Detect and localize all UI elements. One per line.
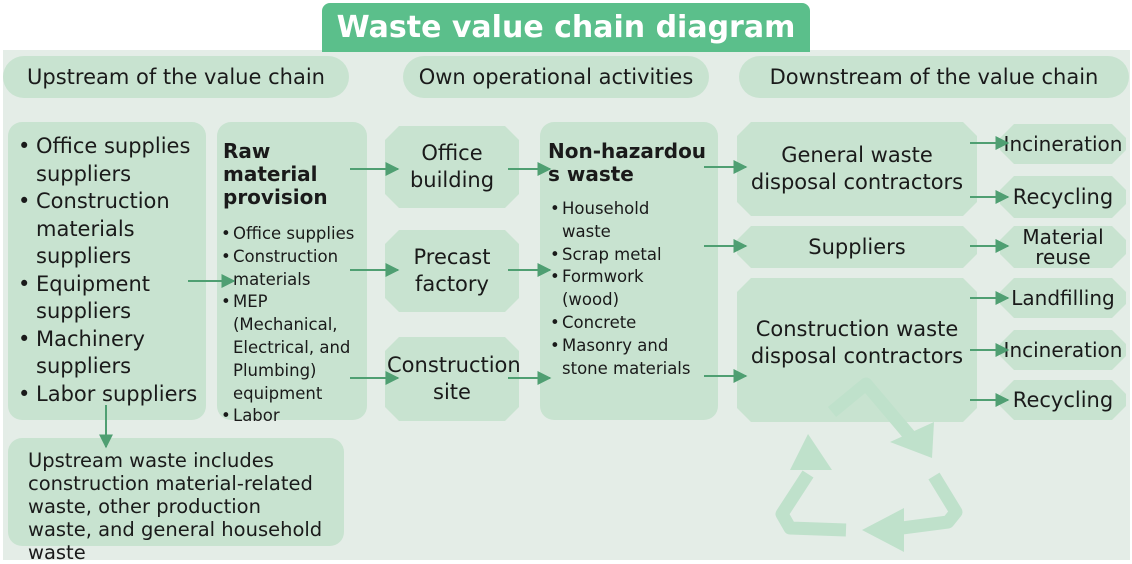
diagram-title: Waste value chain diagram — [322, 3, 810, 52]
office-building-box: Office building — [385, 126, 519, 208]
upstream-suppliers-box: Office supplies suppliers Construction m… — [8, 122, 206, 420]
outcome-label: Material reuse — [1022, 225, 1104, 269]
outcome-recycling-construction: Recycling — [1000, 380, 1126, 420]
raw-material-item: Construction materials — [221, 246, 363, 292]
section-own-header: Own operational activities — [403, 56, 709, 98]
outcome-material-reuse: Material reuse — [1000, 226, 1126, 268]
suppliers-label: Suppliers — [808, 234, 906, 259]
construction-site-box: Construction site — [385, 337, 519, 421]
outcome-label: Recycling — [1012, 387, 1114, 412]
general-waste-contractors-box: General waste disposal contractors — [737, 122, 977, 216]
raw-material-item: Labor — [221, 405, 363, 428]
supplier-item: Machinery suppliers — [16, 326, 200, 381]
raw-material-item: Office supplies — [221, 223, 363, 246]
non-hazardous-box: Non-hazardous waste Household waste Scra… — [540, 122, 718, 420]
supplier-item: Labor suppliers — [16, 381, 200, 409]
suppliers-box: Suppliers — [737, 226, 977, 268]
raw-material-item: MEP (Mechanical, Electrical, and Plumbin… — [221, 291, 363, 405]
supplier-item: Office supplies suppliers — [16, 133, 200, 188]
waste-item: Formwork (wood) — [550, 266, 662, 312]
outcome-incineration-construction: Incineration — [1000, 330, 1126, 370]
outcome-label: Incineration — [1003, 132, 1123, 156]
outcome-label: Recycling — [1012, 184, 1114, 209]
waste-item: Household waste — [550, 198, 682, 244]
recycle-icon — [775, 377, 963, 552]
supplier-item: Construction materials suppliers — [16, 188, 200, 271]
section-upstream-header: Upstream of the value chain — [3, 56, 349, 98]
upstream-waste-note-box: Upstream waste includes construction mat… — [8, 438, 344, 564]
general-waste-contractors-label: General waste disposal contractors — [750, 143, 964, 194]
non-hazardous-heading: Non-hazardous waste — [548, 139, 707, 186]
precast-factory-label: Precast factory — [413, 245, 491, 296]
section-downstream-header: Downstream of the value chain — [739, 56, 1129, 98]
raw-material-heading: Raw material provision — [223, 139, 328, 209]
raw-material-box: Raw material provision Office supplies C… — [217, 122, 367, 428]
upstream-waste-note: Upstream waste includes construction mat… — [28, 449, 323, 564]
precast-factory-box: Precast factory — [385, 230, 519, 312]
outcome-recycling-general: Recycling — [1000, 176, 1126, 218]
outcome-landfilling: Landfilling — [1000, 278, 1126, 318]
waste-item: Masonry and stone materials — [550, 335, 716, 381]
supplier-item: Equipment suppliers — [16, 271, 200, 326]
construction-waste-contractors-label: Construction waste disposal contractors — [750, 317, 964, 368]
waste-item: Scrap metal — [550, 244, 716, 267]
construction-site-label: Construction site — [387, 353, 521, 404]
outcome-incineration-general: Incineration — [1000, 124, 1126, 164]
outcome-label: Landfilling — [1011, 286, 1115, 310]
waste-item: Concrete — [550, 312, 716, 335]
outcome-label: Incineration — [1003, 338, 1123, 362]
office-building-label: Office building — [409, 141, 495, 192]
